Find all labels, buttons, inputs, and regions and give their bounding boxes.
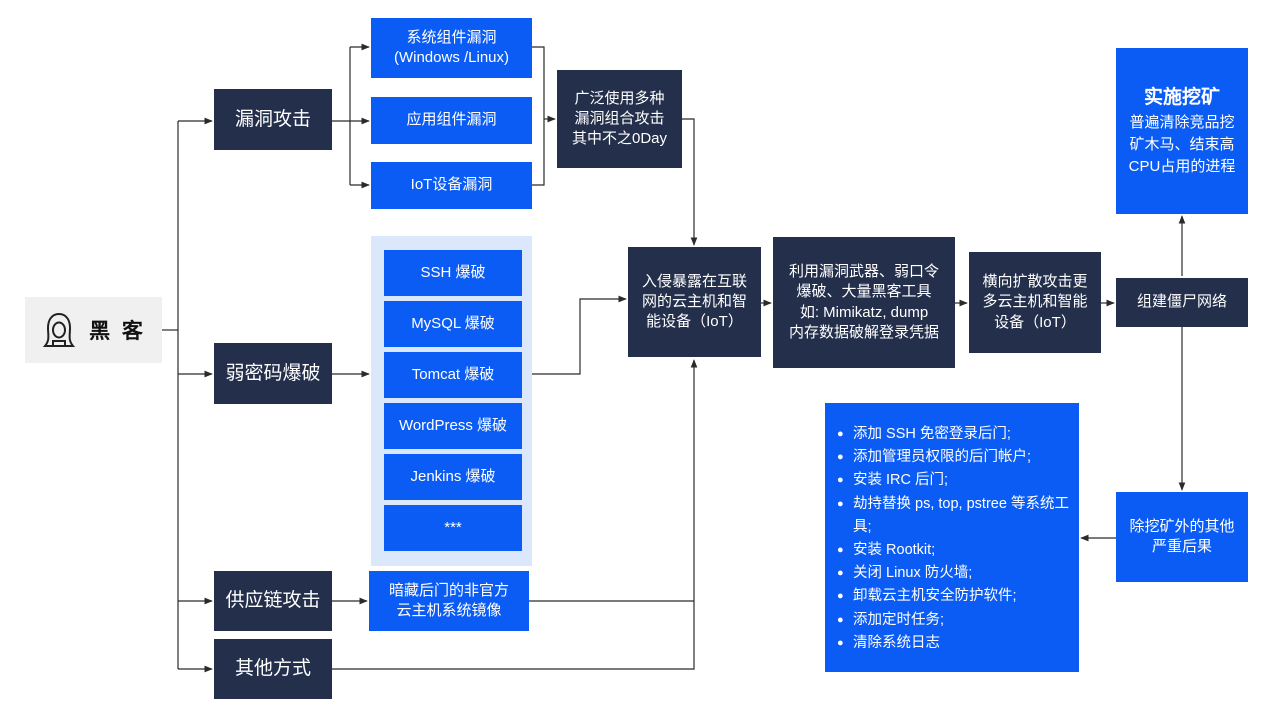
step-lateral: 横向扩散攻击更 多云主机和智能 设备（IoT） [969,252,1101,353]
vuln-type-application: 应用组件漏洞 [371,97,532,144]
hacker-icon [42,312,76,347]
method-vuln-attack: 漏洞攻击 [214,89,332,150]
list-item: 添加 SSH 免密登录后门; [837,423,1069,446]
list-item: 清除系统日志 [837,632,1069,655]
method-weak-password: 弱密码爆破 [214,343,332,404]
edge-other-to-up [332,359,698,670]
vuln-combo-node: 广泛使用多种 漏洞组合攻击 其中不之0Day [557,70,682,168]
step-botnet: 组建僵尸网络 [1116,278,1248,327]
list-item: 添加管理员权限的后门帐户; [837,446,1069,469]
step-intrude: 入侵暴露在互联 网的云主机和智 能设备（IoT） [628,247,761,357]
mining-title: 实施挖矿 [1143,86,1220,108]
hacker-node: 黑 客 [25,297,162,363]
method-supply-chain: 供应链攻击 [214,571,332,631]
list-item: 关闭 Linux 防火墙; [837,562,1069,585]
list-item: 卸载云主机安全防护软件; [837,585,1069,608]
brute-target-wordpress: WordPress 爆破 [384,403,522,449]
list-item: 安装 Rootkit; [837,539,1069,562]
list-item: 劫持替换 ps, top, pstree 等系统工具; [837,493,1069,539]
vuln-type-iot: IoT设备漏洞 [371,162,532,209]
vuln-type-system: 系统组件漏洞 (Windows /Linux) [371,18,532,78]
edge-combo-to-intrude [682,118,698,246]
supply-detail-node: 暗藏后门的非官方 云主机系统镜像 [369,571,529,631]
method-other: 其他方式 [214,639,332,699]
brute-target-ssh: SSH 爆破 [384,250,522,296]
brute-target-mysql: MySQL 爆破 [384,301,522,347]
edge-panel-to-intrude [532,295,627,375]
mining-node: 实施挖矿 普遍清除竞品挖 矿木马、结束高 CPU占用的进程 [1116,48,1248,214]
list-item: 添加定时任务; [837,609,1069,632]
edge-vuln-bracket [532,46,545,186]
consequences-list: 添加 SSH 免密登录后门; 添加管理员权限的后门帐户; 安装 IRC 后门; … [825,403,1079,672]
consequences-node: 除挖矿外的其他 严重后果 [1116,492,1248,582]
step-exploit: 利用漏洞武器、弱口令 爆破、大量黑客工具 如: Mimikatz, dump 内… [773,237,955,368]
mining-desc: 普遍清除竞品挖 矿木马、结束高 CPU占用的进程 [1128,114,1236,175]
list-item: 安装 IRC 后门; [837,469,1069,492]
brute-target-more: *** [384,505,522,551]
brute-target-tomcat: Tomcat 爆破 [384,352,522,398]
brute-target-jenkins: Jenkins 爆破 [384,454,522,500]
hacker-label: 黑 客 [89,320,146,343]
